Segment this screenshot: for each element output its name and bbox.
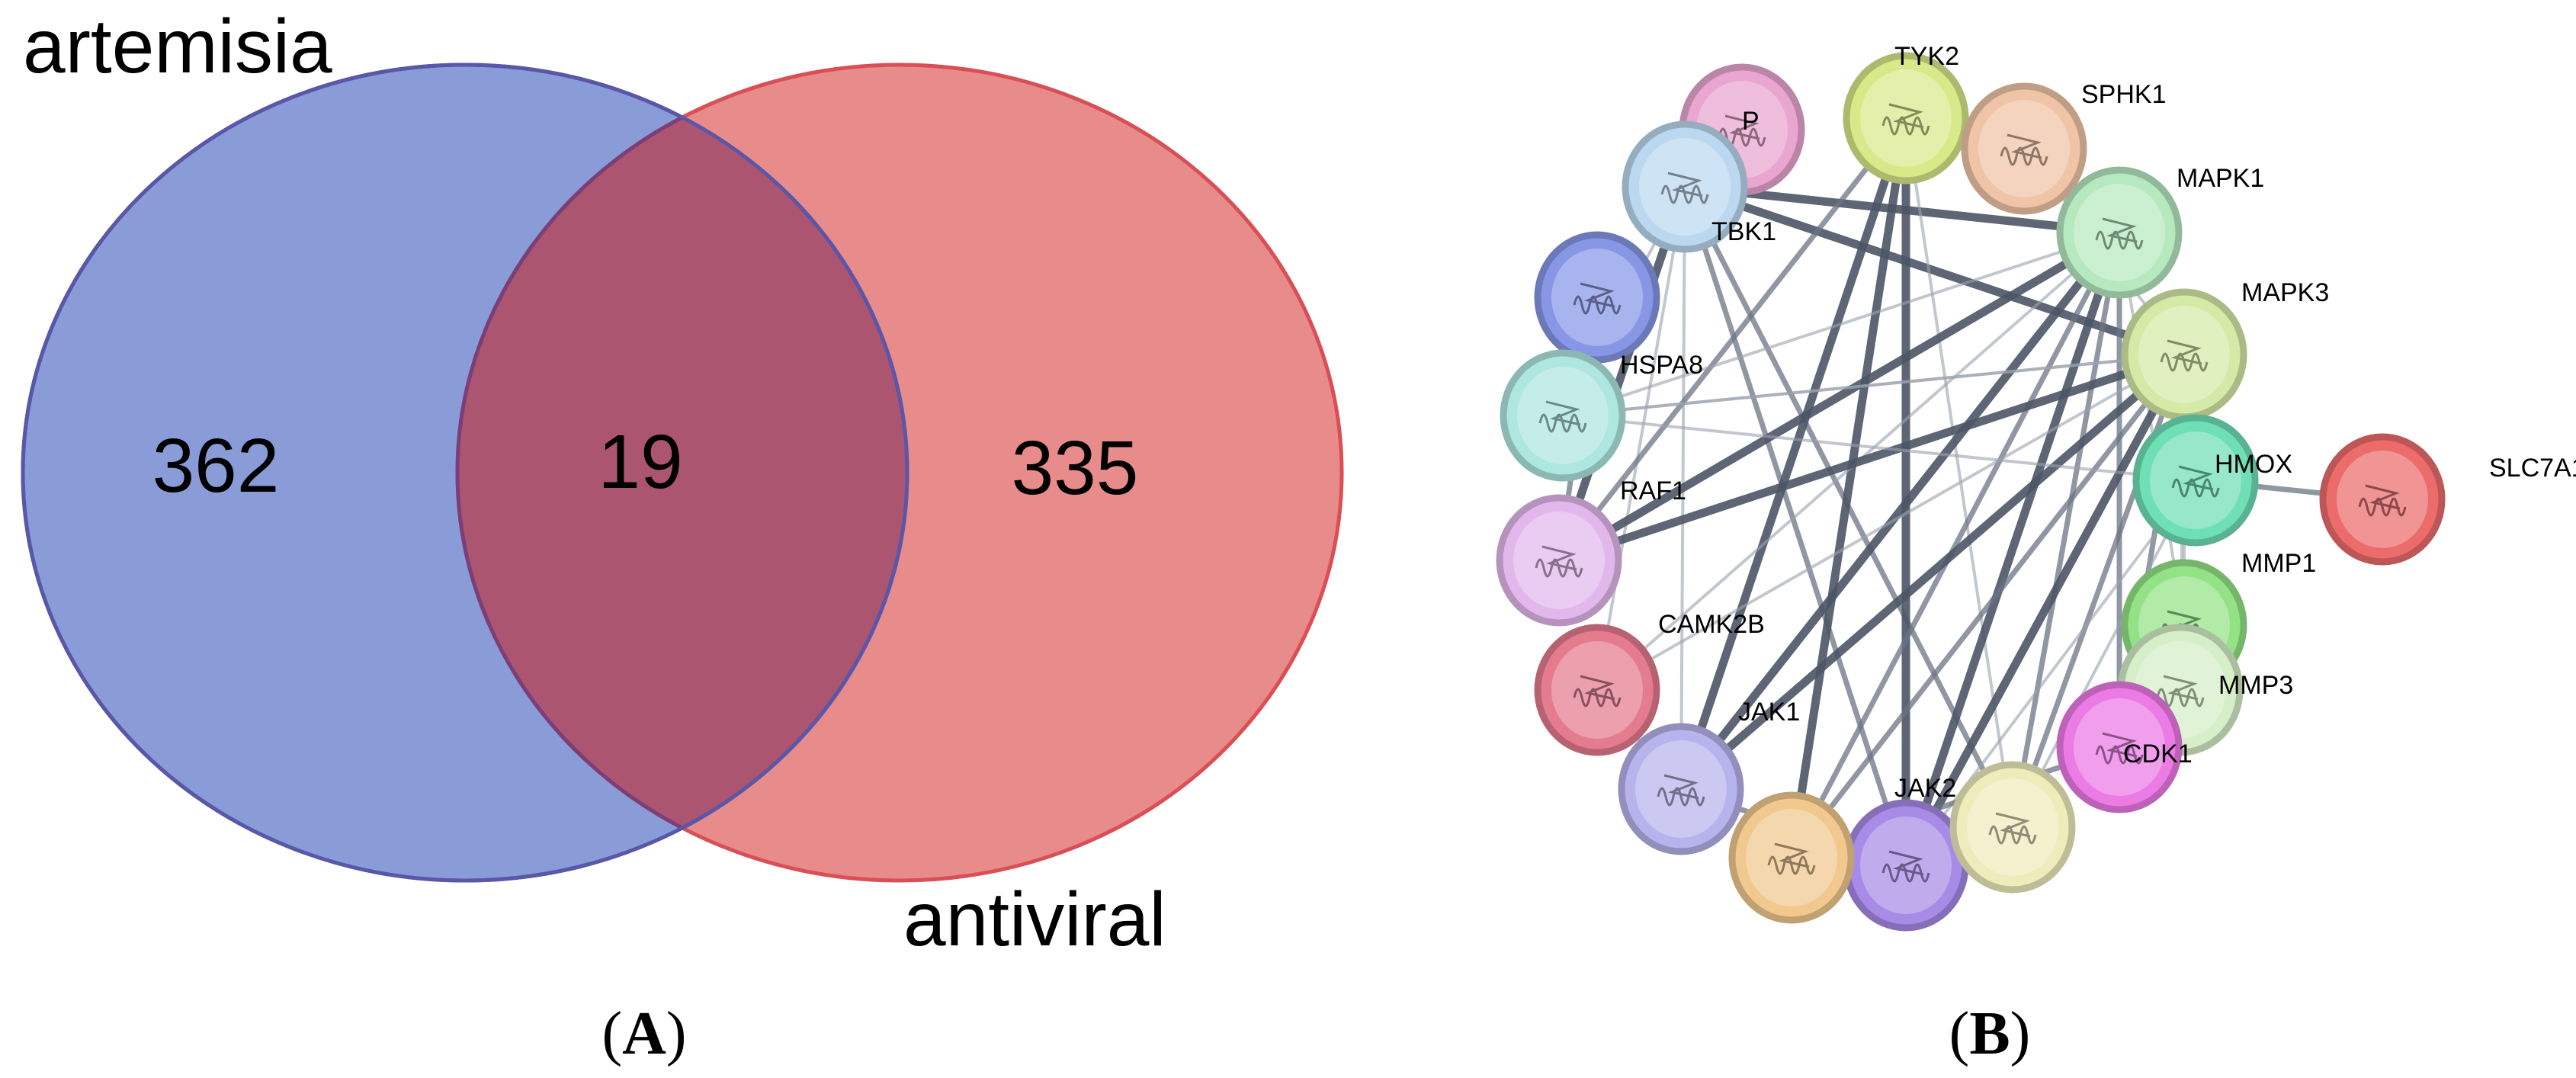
node-hmox: HMOX [2132, 414, 2292, 547]
protein-structure-icon [1573, 675, 1622, 707]
network-edge-hspa8-mapk3 [1561, 353, 2186, 417]
node-mapk3: MAPK3 [2121, 278, 2329, 421]
node-label: MMP1 [2241, 549, 2316, 578]
protein-structure-icon [1535, 545, 1583, 578]
panel-label-b: (B) [1949, 1000, 2031, 1067]
protein-structure-icon [2160, 339, 2209, 372]
node-jak1: JAK1 [1618, 698, 1800, 855]
protein-structure-icon [1881, 103, 1930, 136]
panel-label-a: (A) [601, 1000, 686, 1067]
network-edge-mapk1-n19 [2010, 229, 2122, 830]
venn-circle-artemisia-outline [21, 63, 909, 883]
network-edge-mapk3-jak1 [1676, 350, 2189, 794]
network-edge-mapk1-mmp1 [2118, 231, 2186, 627]
network-edge-hmox-hspa8 [1561, 414, 2197, 482]
set-label-antiviral: antiviral [903, 877, 1166, 962]
node-label: TYK2 [1894, 42, 1959, 71]
network-edge-tyk2-jak1 [1676, 114, 1910, 794]
count-intersection: 19 [598, 419, 682, 505]
panel-letter-a: A [622, 1000, 666, 1067]
network-edge-mapk1-jak2 [1901, 228, 2124, 870]
node-n19 [1949, 761, 2076, 894]
protein-structure-icon [1573, 282, 1622, 315]
node-label: SLC7A11 [2489, 454, 2576, 483]
node-label: JAK2 [1894, 774, 1956, 803]
network-edge-hmox-n19 [2011, 479, 2197, 829]
protein-structure-icon [1988, 812, 2037, 845]
network-edge-tyk2-n18 [1787, 114, 1910, 862]
protein-structure-icon [1657, 774, 1705, 807]
network-edge-mapk3-n18 [1788, 351, 2187, 861]
protein-structure-icon [2095, 217, 2144, 250]
count-antiviral-only: 335 [1012, 425, 1139, 511]
node-slc7a11: SLC7A11 [2319, 433, 2576, 566]
node-hspa8: HSPA8 [1500, 349, 1703, 482]
node-label: P [1742, 107, 1760, 136]
venn-diagram: artemisia antiviral 362 19 335 [21, 4, 1344, 962]
protein-structure-icon [1881, 850, 1930, 883]
network-edge-mapk1-jak1 [1676, 228, 2124, 794]
node-cdk1: CDK1 [2056, 681, 2193, 813]
node-camk2b: CAMK2B [1534, 610, 1765, 756]
node-label: CAMK2B [1658, 610, 1765, 639]
network-edge-mapk1-raf1 [1554, 228, 2124, 565]
protein-structure-icon [1767, 842, 1816, 875]
protein-structure-icon [2156, 675, 2205, 707]
protein-structure-icon [1660, 172, 1709, 204]
node-tbk1: TBK1 [1622, 120, 1776, 253]
node-label: MAPK1 [2177, 164, 2264, 193]
node-label: TBK1 [1711, 217, 1776, 246]
protein-structure-icon [1718, 114, 1766, 147]
network-edge-mapk3-jak2 [1901, 350, 2189, 870]
node-label: JAK1 [1738, 698, 1800, 727]
node-n18 [1728, 791, 1855, 924]
node-label: RAF1 [1620, 476, 1686, 505]
network-edge-mapk3-raf1 [1554, 350, 2189, 565]
node-label: SPHK1 [2081, 80, 2167, 109]
node-label: MAPK3 [2241, 278, 2329, 307]
node-mapk1: MAPK1 [2056, 164, 2264, 299]
node-raf1: RAF1 [1496, 476, 1686, 627]
node-label: HSPA8 [1620, 351, 1703, 380]
protein-structure-icon [2171, 465, 2220, 498]
node-label: MMP3 [2218, 671, 2293, 700]
protein-structure-icon [1538, 400, 1587, 433]
node-tyk2: TYK2 [1843, 42, 1969, 184]
node-n6 [1534, 231, 1660, 364]
network-edge-mapk1-n18 [1788, 229, 2122, 861]
set-label-artemisia: artemisia [23, 4, 332, 89]
node-label: CDK1 [2123, 740, 2193, 768]
network-edge-tbk1-raf1 [1554, 182, 1689, 565]
protein-structure-icon [2358, 484, 2407, 517]
node-jak2: JAK2 [1843, 774, 1969, 932]
venn-intersection [455, 65, 907, 881]
network-edge-mapk3-camk2b [1596, 353, 2186, 691]
panel-letter-b: B [1969, 1000, 2010, 1067]
network-edge-tbk1-camk2b [1596, 185, 1686, 691]
protein-structure-icon [2095, 732, 2144, 765]
node-sphk1: SPHK1 [1961, 80, 2167, 215]
network-edge-tyk2-raf1 [1556, 115, 1909, 563]
count-artemisia-only: 362 [152, 423, 280, 509]
network-edge-tbk1-jak2 [1682, 184, 1909, 868]
node-label: HMOX [2215, 450, 2292, 479]
protein-structure-icon [2000, 133, 2048, 166]
network-edge-mapk1-hspa8 [1561, 231, 2121, 417]
